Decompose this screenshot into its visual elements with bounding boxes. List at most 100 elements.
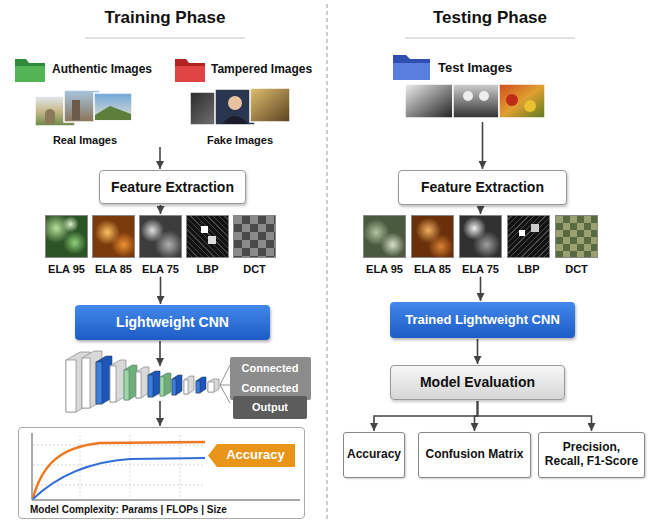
flow-arrow bbox=[480, 277, 482, 301]
node-text: ELA 95 bbox=[48, 263, 85, 276]
chart-axis bbox=[32, 433, 300, 500]
grid-line bbox=[180, 435, 181, 499]
node-text: DCT bbox=[243, 263, 266, 276]
node-text: Lightweight CNN bbox=[116, 314, 229, 330]
cnn-layer bbox=[110, 366, 116, 402]
flow-arrow bbox=[159, 147, 161, 169]
photo-detail bbox=[45, 109, 55, 124]
flow-arrow bbox=[478, 401, 592, 431]
grid-line bbox=[130, 435, 131, 499]
node-text: Accuracy bbox=[226, 448, 285, 463]
photo-thumbnail bbox=[94, 93, 132, 121]
feature-map: LBP bbox=[186, 215, 229, 276]
node-text: ELA 85 bbox=[95, 263, 132, 276]
title-underline bbox=[405, 38, 575, 39]
feature-map: DCT bbox=[555, 215, 598, 276]
node-text: Connected bbox=[242, 362, 299, 375]
cnn-layer bbox=[148, 375, 153, 397]
flow-arrow bbox=[159, 341, 161, 366]
node-text: LBP bbox=[197, 263, 219, 276]
group-label: Test Images bbox=[438, 61, 512, 76]
node-text: DCT bbox=[565, 263, 588, 276]
cnn-layer bbox=[136, 367, 149, 398]
cnn-layer bbox=[196, 377, 206, 393]
node-text: Connected bbox=[242, 382, 299, 395]
cnn-layer bbox=[196, 381, 200, 393]
cnn-layer bbox=[184, 380, 188, 394]
folder-icon bbox=[15, 59, 45, 82]
grid-line bbox=[33, 465, 205, 466]
flow-arrow bbox=[477, 339, 479, 364]
folder-icon bbox=[393, 55, 430, 80]
caption-label: Fake Images bbox=[190, 134, 290, 147]
accuracy-curve bbox=[33, 458, 205, 499]
node-text: Confusion Matrix bbox=[426, 448, 524, 462]
cnn-layer bbox=[148, 371, 160, 397]
feature-map-image bbox=[233, 215, 276, 258]
node-text: ELA 85 bbox=[414, 263, 451, 276]
metric-box: Precision, Recall, F1-Score bbox=[538, 432, 645, 478]
cnn-layer bbox=[208, 382, 214, 392]
node-text: Feature Extraction bbox=[421, 179, 544, 195]
node-text: ELA 75 bbox=[462, 263, 499, 276]
folder-icon bbox=[393, 63, 430, 80]
cnn-layer bbox=[124, 365, 137, 400]
feature-map-image bbox=[363, 215, 406, 258]
photo-detail bbox=[228, 96, 242, 110]
feature-map-image bbox=[92, 215, 135, 258]
leader-line bbox=[220, 385, 230, 386]
feature-map-image bbox=[45, 215, 88, 258]
feature-map: ELA 95 bbox=[363, 215, 406, 276]
photo-detail bbox=[72, 100, 80, 120]
cnn-layer bbox=[172, 375, 182, 395]
group-label: Authentic Images bbox=[52, 63, 152, 77]
feature-map: LBP bbox=[507, 215, 550, 276]
feature-map-image bbox=[555, 215, 598, 258]
node-text: ELA 75 bbox=[142, 263, 179, 276]
evaluation-box: Model Evaluation bbox=[390, 365, 565, 400]
leader-line bbox=[220, 385, 230, 403]
photo-thumbnail bbox=[215, 89, 255, 125]
cnn-layer bbox=[160, 377, 164, 396]
cnn-layer bbox=[96, 356, 112, 404]
photo-detail bbox=[95, 106, 131, 120]
feature-map: ELA 85 bbox=[92, 215, 135, 276]
tag-shape bbox=[208, 444, 295, 467]
section-title: Training Phase bbox=[65, 8, 265, 28]
cnn-layer bbox=[208, 379, 219, 392]
flow-arrow bbox=[482, 122, 484, 169]
node-text: Precision, Recall, F1-Score bbox=[544, 441, 639, 469]
photo-thumbnail bbox=[250, 88, 290, 122]
photo-detail bbox=[506, 94, 518, 106]
node-text: Model Evaluation bbox=[420, 374, 535, 390]
cnn-layer bbox=[66, 352, 90, 412]
feature-map: ELA 75 bbox=[459, 215, 502, 276]
flow-arrow bbox=[374, 401, 478, 431]
photo-detail bbox=[524, 100, 536, 112]
caption-label: Real Images bbox=[35, 134, 135, 147]
feature-map: DCT bbox=[233, 215, 276, 276]
flow-arrow bbox=[480, 206, 482, 214]
cnn-layer bbox=[66, 360, 76, 412]
accuracy-curve bbox=[33, 442, 205, 498]
node-text: Trained Lightweight CNN bbox=[405, 313, 560, 328]
process-box: Feature Extraction bbox=[398, 170, 567, 205]
node-text: Model Complexity: Params | FLOPs | Size bbox=[30, 504, 227, 516]
chart-panel: Model Complexity: Params | FLOPs | Size A… bbox=[18, 427, 305, 519]
node-text: ELA 95 bbox=[366, 263, 403, 276]
cnn-layer bbox=[124, 370, 129, 400]
feature-map-image bbox=[459, 215, 502, 258]
feature-map-image bbox=[507, 215, 550, 258]
phase-divider bbox=[327, 4, 328, 521]
feature-map: ELA 85 bbox=[411, 215, 454, 276]
leader-line bbox=[220, 365, 230, 385]
process-box: Feature Extraction bbox=[99, 170, 246, 204]
photo-detail bbox=[222, 116, 248, 124]
photo-detail bbox=[463, 91, 473, 101]
folder-icon bbox=[15, 66, 45, 82]
cnn-layer bbox=[82, 351, 102, 408]
feature-map-image bbox=[411, 215, 454, 258]
section-title: Testing Phase bbox=[390, 8, 590, 28]
flow-arrow bbox=[160, 277, 162, 304]
model-box: Trained Lightweight CNN bbox=[390, 302, 575, 338]
